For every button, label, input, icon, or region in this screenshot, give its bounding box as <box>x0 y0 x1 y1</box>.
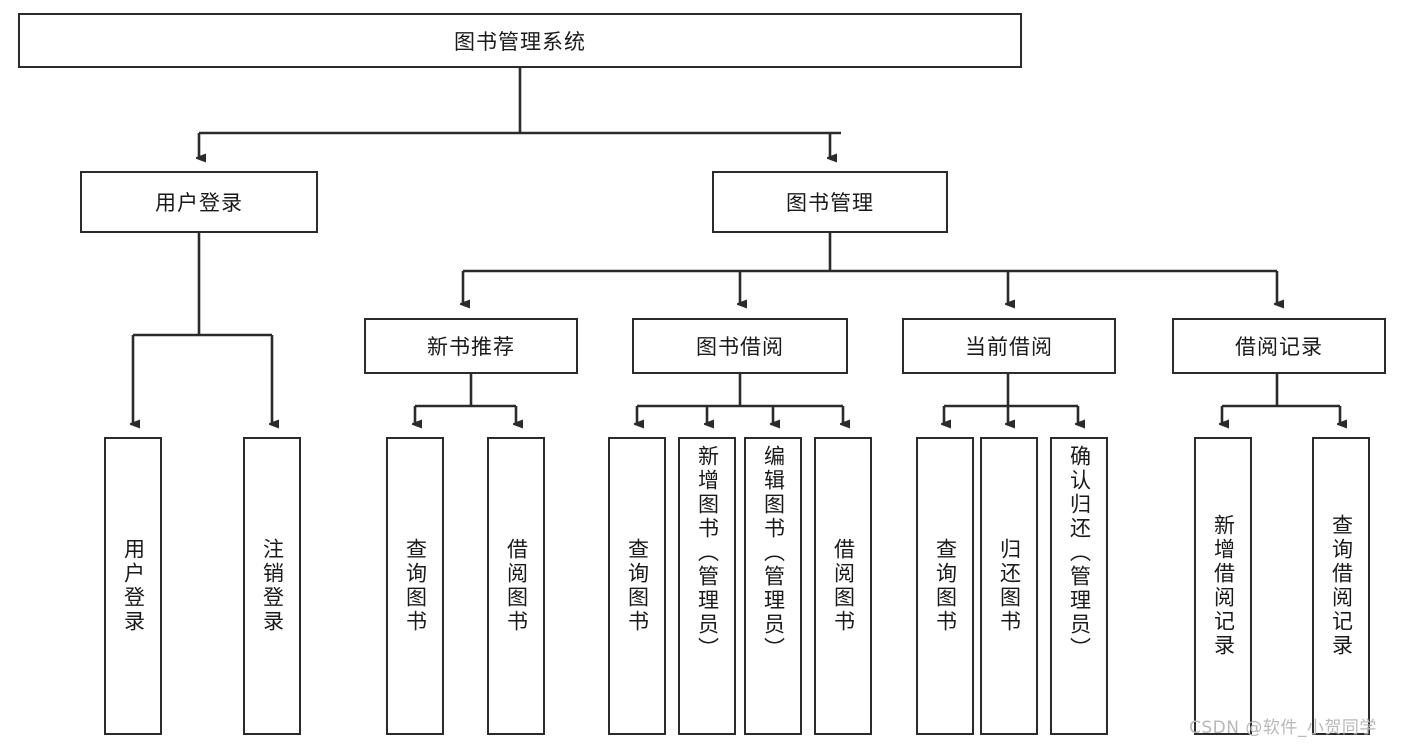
node-label: 用户登录 <box>121 538 146 634</box>
node-book-borrow[interactable]: 图书借阅 <box>632 318 848 374</box>
node-label: 确认归还（管理员） <box>1067 445 1092 661</box>
leaf-new-book-query-book[interactable]: 查询图书 <box>386 437 444 735</box>
node-label: 注销登录 <box>260 538 285 634</box>
node-label: 归还图书 <box>997 538 1022 634</box>
node-label: 查询图书 <box>403 538 428 634</box>
node-label: 新增图书（管理员） <box>695 445 720 661</box>
node-label: 借阅记录 <box>1235 335 1323 359</box>
leaf-borrow-record-query-record[interactable]: 查询借阅记录 <box>1312 437 1370 735</box>
leaf-user-login-logout[interactable]: 注销登录 <box>243 437 301 735</box>
leaf-user-login-login[interactable]: 用户登录 <box>104 437 162 735</box>
leaf-borrow-record-add-record[interactable]: 新增借阅记录 <box>1194 437 1252 735</box>
node-borrow-record[interactable]: 借阅记录 <box>1172 318 1386 374</box>
node-root-book-management-system[interactable]: 图书管理系统 <box>18 13 1022 68</box>
leaf-current-borrow-confirm-return-admin[interactable]: 确认归还（管理员） <box>1050 437 1108 735</box>
leaf-new-book-borrow-book[interactable]: 借阅图书 <box>487 437 545 735</box>
watermark-text: CSDN @软件_小贺同学 <box>1189 718 1377 738</box>
node-label: 借阅图书 <box>504 538 529 634</box>
node-label: 借阅图书 <box>831 538 856 634</box>
node-label: 用户登录 <box>155 191 243 215</box>
node-new-book-recommend[interactable]: 新书推荐 <box>364 318 578 374</box>
node-user-login[interactable]: 用户登录 <box>80 171 318 233</box>
leaf-book-borrow-query-book[interactable]: 查询图书 <box>608 437 666 735</box>
node-label: 图书管理 <box>786 191 874 215</box>
leaf-book-borrow-borrow-book[interactable]: 借阅图书 <box>814 437 872 735</box>
leaf-book-borrow-edit-book-admin[interactable]: 编辑图书（管理员） <box>744 437 802 735</box>
node-current-borrow[interactable]: 当前借阅 <box>902 318 1116 374</box>
node-label: 图书借阅 <box>696 335 784 359</box>
node-label: 新增借阅记录 <box>1211 514 1236 658</box>
node-label: 新书推荐 <box>427 335 515 359</box>
node-label: 查询图书 <box>933 538 958 634</box>
leaf-book-borrow-add-book-admin[interactable]: 新增图书（管理员） <box>678 437 736 735</box>
node-label: 当前借阅 <box>965 335 1053 359</box>
node-label: 查询借阅记录 <box>1329 514 1354 658</box>
node-label: 图书管理系统 <box>454 29 586 54</box>
leaf-current-borrow-return-book[interactable]: 归还图书 <box>980 437 1038 735</box>
node-label: 查询图书 <box>625 538 650 634</box>
leaf-current-borrow-query-book[interactable]: 查询图书 <box>916 437 974 735</box>
node-label: 编辑图书（管理员） <box>761 445 786 661</box>
node-book-management[interactable]: 图书管理 <box>712 171 948 233</box>
